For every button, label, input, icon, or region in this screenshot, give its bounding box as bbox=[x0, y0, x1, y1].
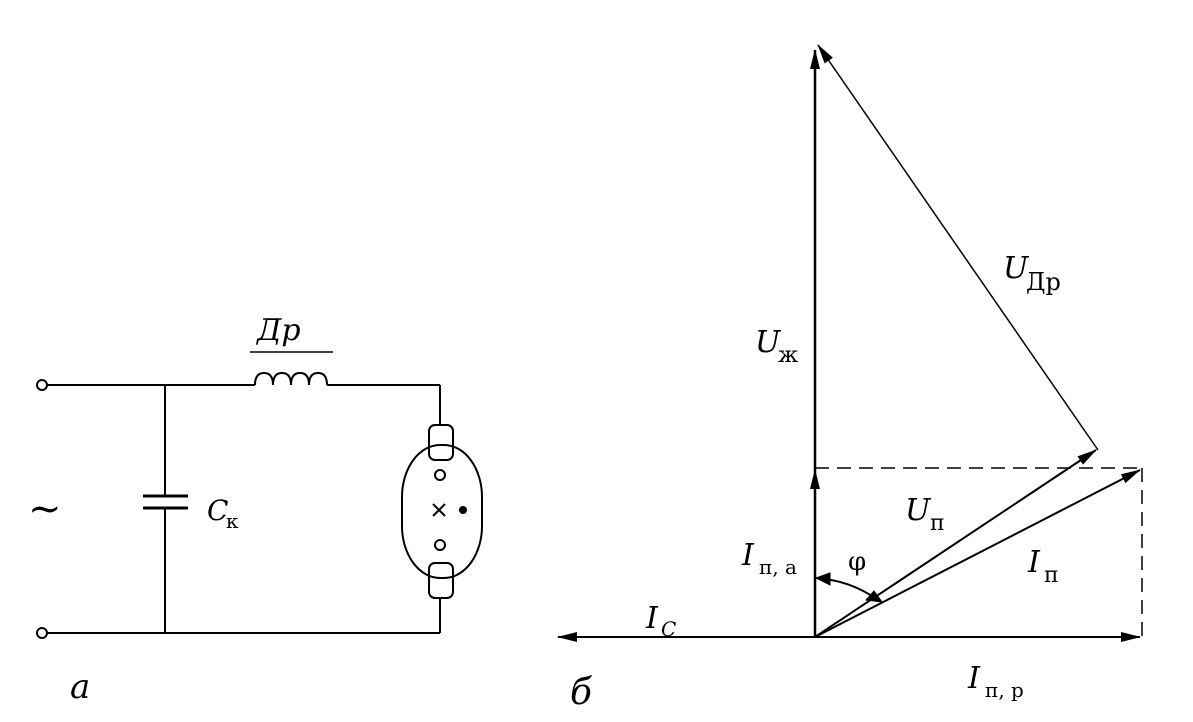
terminal-top bbox=[36, 379, 48, 391]
label-uzh: U bbox=[755, 325, 782, 360]
label-udr: U bbox=[1003, 251, 1030, 286]
choke-coil bbox=[254, 371, 328, 386]
label-ipa-sub: п, а bbox=[759, 555, 797, 579]
circuit-caption: а bbox=[70, 667, 90, 707]
capacitor-label: C bbox=[207, 494, 228, 527]
label-up: U bbox=[905, 493, 932, 528]
lamp-base-bottom bbox=[428, 562, 454, 599]
phasor-caption: б bbox=[570, 672, 593, 713]
label-ipr-sub: п, р bbox=[985, 678, 1024, 702]
electrode-top bbox=[434, 469, 446, 481]
label-ic-sub: C bbox=[661, 617, 676, 641]
ip-vector bbox=[814, 469, 1141, 638]
lamp-base-top bbox=[428, 424, 454, 461]
phi-arrow-tail bbox=[814, 572, 831, 586]
label-ip: I bbox=[1027, 545, 1041, 580]
circuit-diagram bbox=[36, 351, 483, 639]
lamp-arc-cross-2 bbox=[432, 503, 446, 517]
label-ipa: I bbox=[741, 538, 755, 573]
label-phi: φ bbox=[848, 547, 866, 577]
label-udr-sub: Др bbox=[1026, 268, 1061, 296]
capacitor-subscript: к bbox=[226, 509, 239, 533]
label-ipr: I bbox=[967, 661, 981, 696]
udr-vector bbox=[817, 44, 1099, 451]
label-ic: I bbox=[645, 601, 659, 636]
up-vector bbox=[814, 449, 1097, 638]
label-ip-sub: п bbox=[1044, 563, 1059, 588]
electrode-bottom bbox=[434, 539, 446, 551]
label-up-sub: п bbox=[930, 511, 945, 536]
label-uzh-sub: ж bbox=[778, 343, 798, 368]
phasor-diagram bbox=[557, 44, 1143, 642]
source-symbol: ~ bbox=[28, 486, 62, 532]
choke-label: Др bbox=[255, 313, 301, 348]
lamp-dot bbox=[459, 506, 467, 514]
phi-arrow-head bbox=[864, 590, 884, 603]
lamp-bulb bbox=[401, 444, 483, 579]
terminal-bottom bbox=[36, 627, 48, 639]
